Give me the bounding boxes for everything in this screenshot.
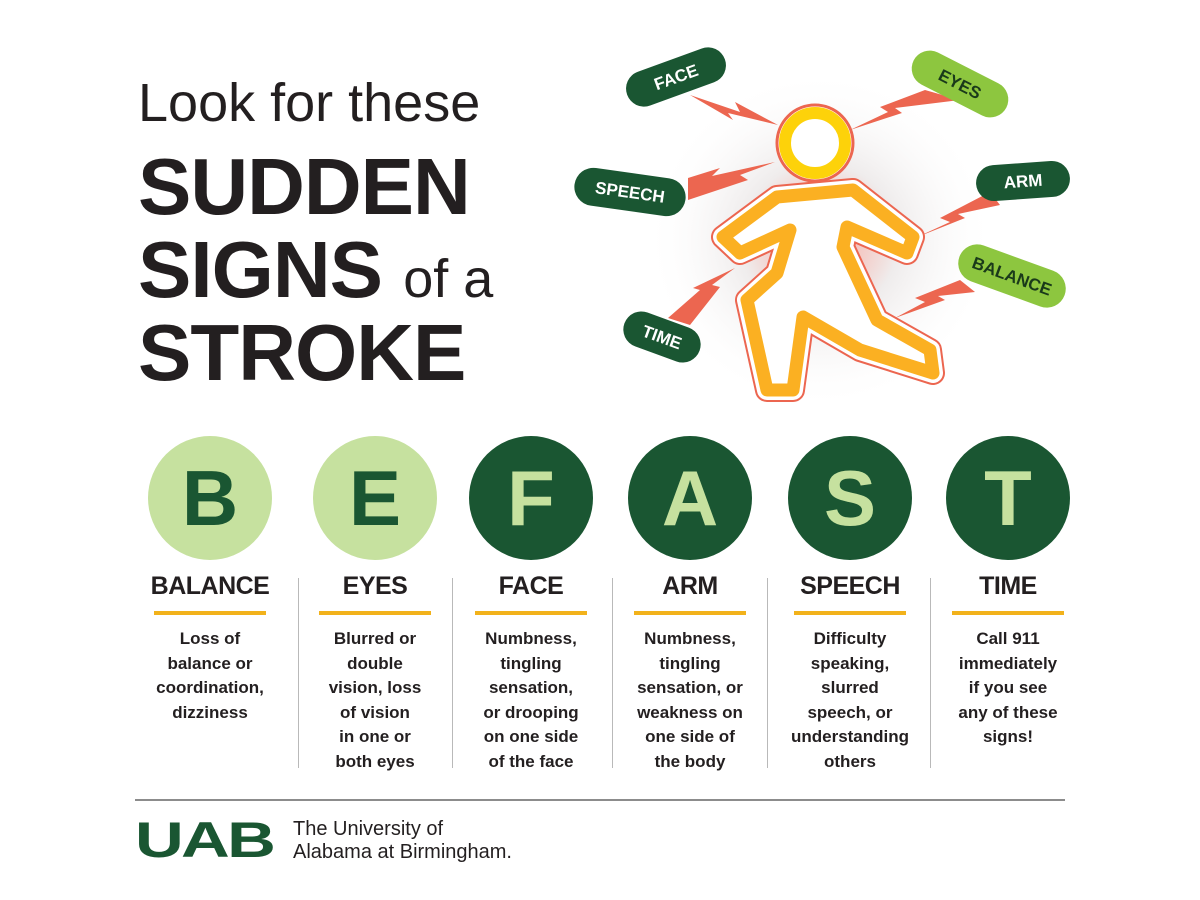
underline bbox=[475, 611, 587, 615]
desc-line: if you see bbox=[968, 678, 1048, 697]
desc-line: understanding bbox=[790, 727, 910, 746]
heading-speech: SPEECH bbox=[800, 572, 900, 600]
desc-line: Numbness, bbox=[644, 629, 736, 648]
desc-line: of vision bbox=[340, 702, 410, 722]
desc-line: balance or bbox=[167, 653, 253, 673]
desc-line: of the face bbox=[488, 751, 574, 771]
university-name: The University of Alabama at Birmingham. bbox=[293, 818, 512, 864]
desc-line: speech, or bbox=[807, 702, 893, 722]
letter-circle-e: E bbox=[313, 436, 437, 560]
befast-balance: B BALANCE Loss of balance or coordination,… bbox=[130, 436, 290, 725]
divider bbox=[452, 578, 453, 768]
heading-time: TIME bbox=[979, 572, 1037, 600]
desc-line: both eyes bbox=[335, 751, 415, 771]
desc-line: Blurred or bbox=[333, 629, 417, 648]
befast-speech: S SPEECH Difficulty speaking, slurred speec… bbox=[770, 436, 930, 774]
letter-circle-b: B bbox=[148, 436, 272, 560]
heading-balance: BALANCE bbox=[150, 572, 270, 600]
underline bbox=[154, 611, 266, 615]
headline-line-1: Look for these bbox=[138, 73, 481, 133]
desc-line: slurred bbox=[821, 678, 879, 697]
bolt-time-icon bbox=[668, 268, 735, 325]
label-arm-text: ARM bbox=[1003, 171, 1043, 193]
desc-line: any of these bbox=[958, 702, 1058, 722]
heading-face: FACE bbox=[498, 572, 564, 600]
desc-line: immediately bbox=[958, 653, 1058, 673]
desc-line: vision, loss bbox=[328, 678, 422, 697]
underline bbox=[952, 611, 1064, 615]
description-arm: Numbness, tingling sensation, or weakness o… bbox=[610, 627, 770, 774]
desc-line: speaking, bbox=[810, 653, 890, 673]
desc-line: tingling bbox=[659, 653, 721, 673]
university-name-line-1: The University of bbox=[293, 818, 444, 840]
label-speech: SPEECH bbox=[574, 167, 686, 217]
befast-arm: A ARM Numbness, tingling sensation, or weak… bbox=[610, 436, 770, 774]
desc-line: weakness on bbox=[637, 702, 743, 722]
letter-circle-f: F bbox=[469, 436, 593, 560]
desc-line: signs! bbox=[982, 727, 1034, 746]
headline-line-2: SUDDEN bbox=[138, 142, 471, 231]
befast-eyes: E EYES Blurred or double vision, loss of vi… bbox=[295, 436, 455, 774]
letter-circle-t: T bbox=[946, 436, 1070, 560]
description-speech: Difficulty speaking, slurred speech, or unde… bbox=[770, 627, 930, 774]
desc-line: dizziness bbox=[172, 702, 248, 722]
headline-line-3: SIGNS of a bbox=[138, 228, 493, 311]
underline bbox=[794, 611, 906, 615]
desc-line: Difficulty bbox=[813, 629, 887, 648]
desc-line: coordination, bbox=[156, 678, 264, 697]
desc-line: others bbox=[824, 751, 876, 771]
letter-circle-a: A bbox=[628, 436, 752, 560]
desc-line: the body bbox=[654, 751, 726, 771]
desc-line: Call 911 bbox=[976, 629, 1040, 648]
uab-logo: UAB bbox=[135, 812, 276, 868]
underline bbox=[634, 611, 746, 615]
divider bbox=[612, 578, 613, 768]
desc-line: sensation, or bbox=[637, 678, 743, 697]
desc-line: one side of bbox=[645, 727, 735, 746]
headline-line-4: STROKE bbox=[138, 308, 466, 397]
description-balance: Loss of balance or coordination, dizziness bbox=[130, 627, 290, 725]
desc-line: or drooping bbox=[483, 702, 579, 722]
letter-circle-s: S bbox=[788, 436, 912, 560]
lightning-bolts bbox=[668, 90, 1000, 325]
desc-line: Numbness, bbox=[485, 629, 577, 648]
desc-line: on one side bbox=[483, 727, 579, 746]
desc-line: tingling bbox=[500, 653, 562, 673]
bolt-eyes-icon bbox=[850, 90, 960, 130]
bolt-balance-icon bbox=[895, 280, 975, 318]
description-face: Numbness, tingling sensation, or drooping on… bbox=[451, 627, 611, 774]
footer-rule bbox=[135, 799, 1065, 801]
heading-arm: ARM bbox=[662, 572, 718, 600]
desc-line: Loss of bbox=[179, 629, 241, 648]
label-time: TIME bbox=[623, 311, 701, 363]
befast-time: T TIME Call 911 immediately if you see any … bbox=[928, 436, 1088, 750]
divider bbox=[767, 578, 768, 768]
desc-line: sensation, bbox=[488, 678, 574, 697]
befast-face: F FACE Numbness, tingling sensation, or dro… bbox=[451, 436, 611, 774]
desc-line: double bbox=[347, 653, 403, 673]
stroke-figure-illustration: FACE EYES SPEECH ARM BALANCE TIME bbox=[574, 47, 1070, 410]
headline-of-a: of a bbox=[403, 249, 494, 309]
headline: Look for these SUDDEN SIGNS of a STROKE bbox=[138, 62, 493, 394]
bolt-arm-icon bbox=[915, 192, 1000, 238]
underline bbox=[319, 611, 431, 615]
heading-eyes: EYES bbox=[342, 572, 408, 600]
headline-signs: SIGNS bbox=[138, 225, 383, 314]
person-figure bbox=[711, 103, 945, 402]
label-face: FACE bbox=[626, 47, 726, 107]
description-eyes: Blurred or double vision, loss of vision in … bbox=[295, 627, 455, 774]
university-name-line-2: Alabama at Birmingham. bbox=[293, 841, 512, 863]
bolt-face-icon bbox=[690, 95, 778, 125]
bolt-speech-icon bbox=[688, 162, 775, 200]
divider bbox=[930, 578, 931, 768]
label-arm: ARM bbox=[976, 160, 1070, 202]
divider bbox=[298, 578, 299, 768]
desc-line: in one or bbox=[339, 727, 411, 746]
description-time: Call 911 immediately if you see any of thes… bbox=[928, 627, 1088, 750]
